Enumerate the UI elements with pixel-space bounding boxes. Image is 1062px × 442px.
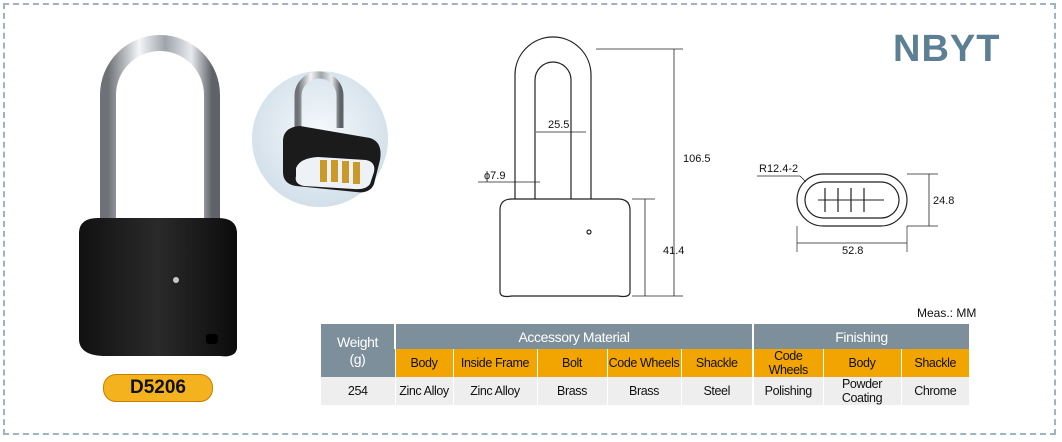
cell-code-wheels: Brass [606,377,681,405]
col-finish-shackle: Shackle [900,349,969,377]
dim-shackle-width: 25.5 [548,119,569,131]
cell-finish-body: Powder Coating [822,377,901,405]
col-inside-frame: Inside Frame [452,349,537,377]
col-finish-body: Body [822,349,901,377]
dim-total-height: 106.5 [683,153,711,165]
cell-bolt: Brass [536,377,607,405]
weight-header: Weight (g) [321,324,395,377]
front-view-drawing [478,36,683,298]
spec-table: Weight (g) Accessory Material Finishing … [321,324,969,405]
table-row: 254 Zinc Alloy Zinc Alloy Brass Brass St… [321,377,969,405]
dim-body-height: 41.4 [663,245,684,257]
col-shackle: Shackle [680,349,753,377]
accessory-material-header: Accessory Material [394,324,753,349]
col-body: Body [394,349,453,377]
cell-finish-shackle: Chrome [900,377,969,405]
model-badge: D5206 [103,374,213,402]
dim-window-radius: R12.4-2 [759,163,798,175]
dim-shackle-diameter: ϕ7.9 [484,170,505,182]
page-frame [3,3,1056,435]
cell-body: Zinc Alloy [394,377,453,405]
col-code-wheels: Code Wheels [606,349,681,377]
col-finish-code-wheels: Code Wheels [752,349,823,377]
padlock-photo [79,35,237,357]
dim-window-width: 52.8 [842,245,863,257]
cell-shackle: Steel [680,377,753,405]
window-detail-drawing [757,173,938,252]
weight-value: 254 [321,377,395,405]
units-note: Meas.: MM [917,306,977,320]
dim-window-height: 24.8 [933,195,954,207]
col-bolt: Bolt [536,349,607,377]
combination-dial-photo [252,71,388,207]
cell-inside-frame: Zinc Alloy [452,377,537,405]
brand-logo: NBYT [893,28,1001,70]
finishing-header: Finishing [752,324,969,349]
cell-finish-code-wheels: Polishing [752,377,823,405]
